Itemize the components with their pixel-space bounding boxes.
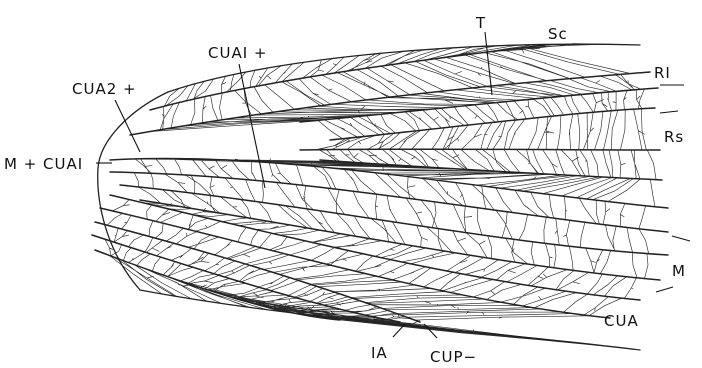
leader-rs: [660, 111, 678, 113]
vein-wing-base: [98, 92, 168, 290]
crossvein-mesh: [105, 44, 656, 348]
vein-rs-3: [300, 149, 660, 150]
label-ia: IA: [371, 344, 388, 362]
label-cup-minus: CUP−: [430, 348, 477, 366]
label-t: T: [475, 14, 486, 32]
label-m: M: [672, 262, 686, 280]
label-leader-lines: [96, 32, 690, 338]
vein-rs-2: [330, 108, 655, 140]
leader-m-bottom: [656, 287, 673, 292]
leader-cua2-plus: [115, 100, 140, 152]
label-cua1-plus: CUAI +: [208, 44, 267, 62]
label-sc: Sc: [548, 25, 568, 43]
leader-m-top: [672, 236, 690, 241]
label-cua2-plus: CUA2 +: [72, 80, 137, 98]
label-m-plus-cua1: M + CUAI: [4, 155, 83, 173]
vein-rs-4: [320, 160, 662, 180]
crossvein-network: [105, 44, 656, 348]
vein-ia: [92, 235, 400, 322]
label-cua: CUA: [604, 312, 639, 330]
label-rs: Rs: [664, 128, 684, 146]
label-r1: RI: [654, 64, 671, 82]
